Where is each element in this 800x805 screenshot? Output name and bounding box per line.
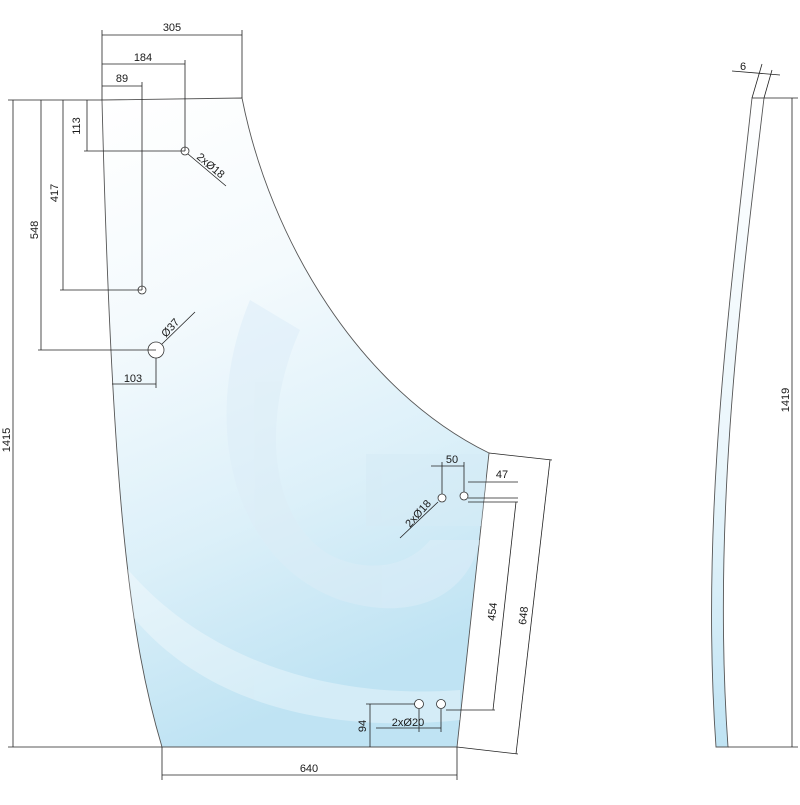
dimension-top-width: 305	[101, 22, 243, 100]
label-hole-offset-x-small: 89	[116, 73, 128, 85]
label-big-hole-depth: 548	[29, 221, 41, 239]
dimension-right-hole-height: 454	[446, 501, 518, 711]
dimension-hole-depth: 417	[49, 100, 142, 291]
dimension-profile-height: 1419	[728, 97, 798, 748]
dimension-thickness: 6	[731, 61, 781, 99]
label-top-width: 305	[163, 22, 181, 34]
label-right-hole-spacing: 50	[446, 454, 458, 466]
label-right-edge-height: 648	[517, 606, 531, 626]
label-bottom-holes: 2xØ20	[392, 717, 424, 729]
dimension-right-hole-edge: 47	[468, 469, 518, 499]
label-right-hole-height: 454	[486, 602, 500, 622]
label-profile-height: 1419	[780, 388, 792, 412]
dimension-bottom-width: 640	[161, 747, 458, 780]
label-bottom-width: 640	[300, 763, 318, 775]
right-hole-left	[437, 493, 447, 503]
dimension-big-hole-depth: 548	[29, 100, 156, 351]
dimension-hole-offset-x-small: 89	[102, 73, 143, 290]
dimension-hole-offset-y: 113	[71, 100, 185, 152]
label-bottom-hole-height: 94	[357, 720, 369, 732]
label-thickness: 6	[740, 61, 746, 73]
label-hole-depth: 417	[49, 184, 61, 202]
dimension-total-height: 1415	[1, 99, 162, 748]
bottom-hole-right	[436, 699, 446, 709]
dimension-big-hole-offset: 103	[112, 358, 157, 388]
glass-profile-view	[711, 97, 765, 748]
watermark-logo	[120, 300, 486, 724]
right-hole-right	[459, 491, 469, 501]
label-right-hole-edge: 47	[496, 469, 508, 481]
dimension-right-hole-spacing: 50	[431, 454, 465, 494]
glass-panel-outline	[101, 97, 490, 748]
dimension-hole-offset-x: 184	[102, 52, 186, 151]
label-total-height: 1415	[1, 428, 13, 452]
dimension-bottom-hole-height: 94	[357, 703, 415, 747]
bottom-hole-left	[414, 699, 424, 709]
dimension-right-edge-height: 648	[456, 452, 553, 755]
label-big-hole-offset: 103	[124, 373, 142, 385]
label-hole-offset-x: 184	[134, 52, 152, 64]
callout-bottom-holes: 2xØ20	[376, 709, 442, 732]
label-hole-offset-y: 113	[71, 117, 83, 135]
